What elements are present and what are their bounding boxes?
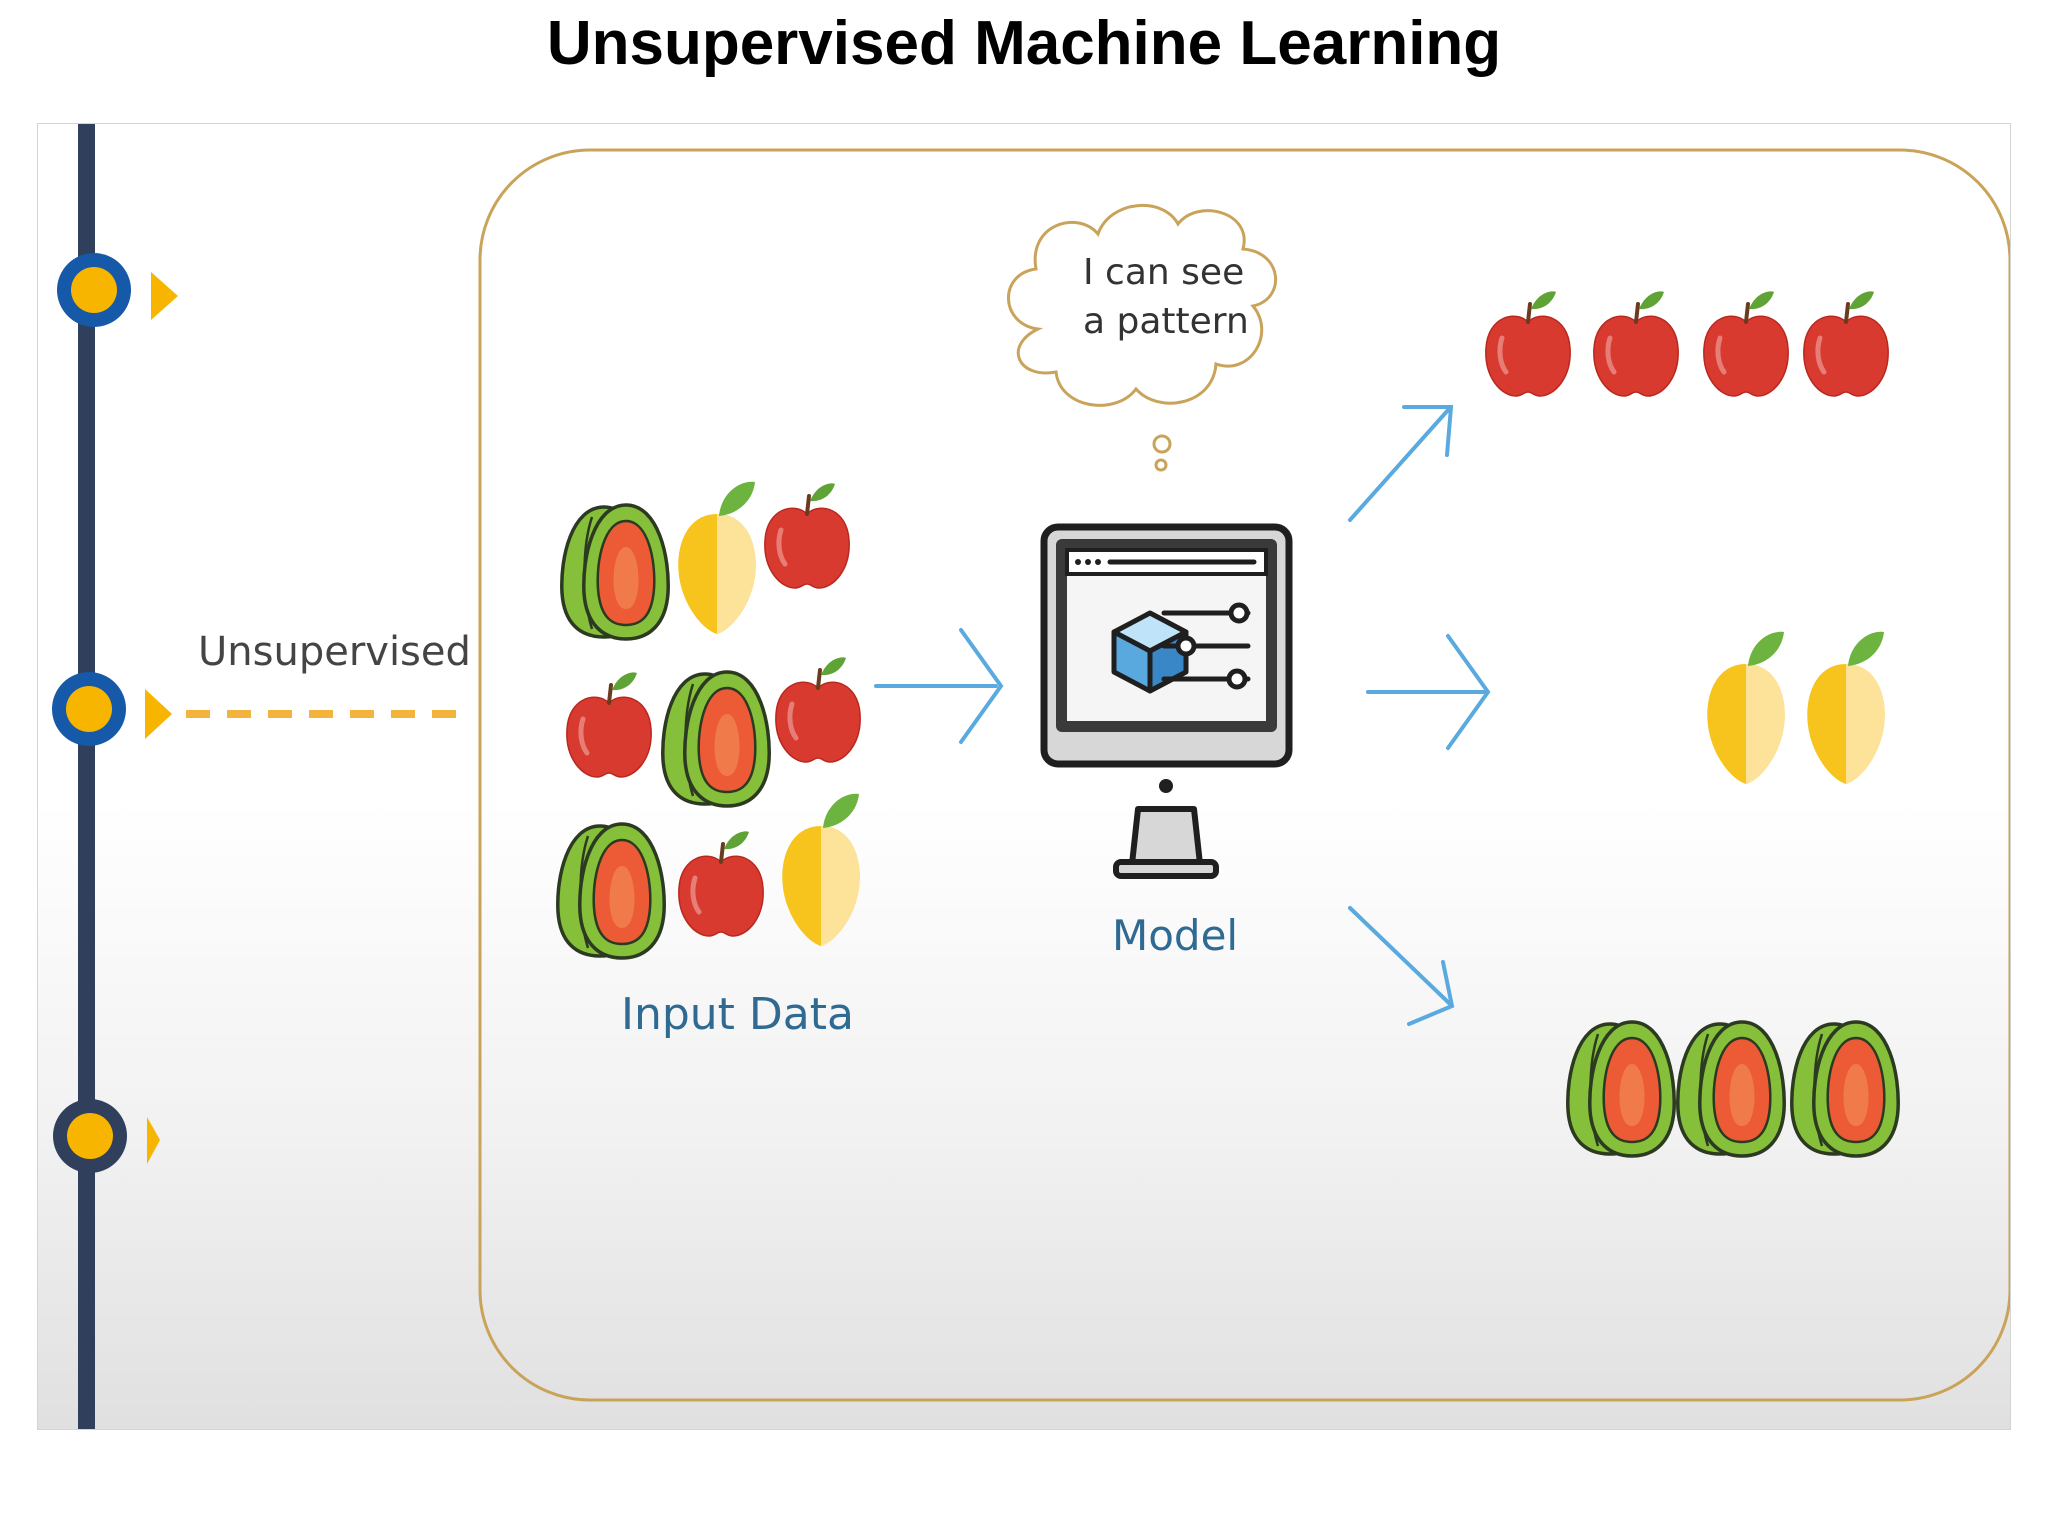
arrow-to-model bbox=[874, 628, 1004, 744]
guava-icon bbox=[1676, 1020, 1786, 1158]
apple-icon bbox=[1486, 291, 1570, 396]
timeline-label-unsupervised: Unsupervised bbox=[198, 629, 471, 675]
input-data-fruits bbox=[556, 481, 860, 960]
sliders-icon bbox=[1161, 602, 1251, 690]
mango-icon bbox=[678, 481, 756, 634]
guava-icon bbox=[661, 670, 771, 808]
cluster-guavas bbox=[1566, 1020, 1900, 1158]
timeline-node-2[interactable] bbox=[52, 672, 172, 746]
apple-icon bbox=[567, 672, 651, 777]
arrow-to-mangoes bbox=[1366, 634, 1491, 750]
cluster-mangoes bbox=[1707, 631, 1885, 784]
model-label: Model bbox=[1112, 911, 1239, 960]
apple-icon bbox=[765, 483, 849, 588]
mango-icon bbox=[1707, 631, 1785, 784]
apple-icon bbox=[776, 657, 860, 762]
thought-cloud bbox=[1007, 203, 1278, 472]
page-title: Unsupervised Machine Learning bbox=[546, 9, 1502, 78]
mango-icon bbox=[1807, 631, 1885, 784]
timeline-node-3[interactable] bbox=[53, 1099, 160, 1173]
apple-icon bbox=[1594, 291, 1678, 396]
guava-icon bbox=[560, 503, 670, 641]
arrow-to-apples bbox=[1348, 405, 1454, 522]
apple-icon bbox=[1804, 291, 1888, 396]
guava-icon bbox=[1566, 1020, 1676, 1158]
arrow-to-guavas bbox=[1348, 906, 1455, 1026]
diagram-canvas bbox=[52, 124, 2010, 1429]
diagram-frame: Unsupervised Input Data Model I can see … bbox=[37, 123, 2011, 1430]
model-monitor-icon bbox=[1040, 523, 1293, 879]
thought-text-line2: a pattern bbox=[1083, 301, 1249, 342]
timeline-node-1[interactable] bbox=[57, 253, 178, 327]
cluster-apples bbox=[1486, 291, 1888, 396]
mango-icon bbox=[782, 793, 860, 946]
thought-text-line1: I can see bbox=[1083, 252, 1245, 293]
apple-icon bbox=[1704, 291, 1788, 396]
input-data-label: Input Data bbox=[621, 989, 854, 1040]
process-container bbox=[478, 148, 2010, 1402]
guava-icon bbox=[1790, 1020, 1900, 1158]
apple-icon bbox=[679, 831, 763, 936]
guava-icon bbox=[556, 822, 666, 960]
